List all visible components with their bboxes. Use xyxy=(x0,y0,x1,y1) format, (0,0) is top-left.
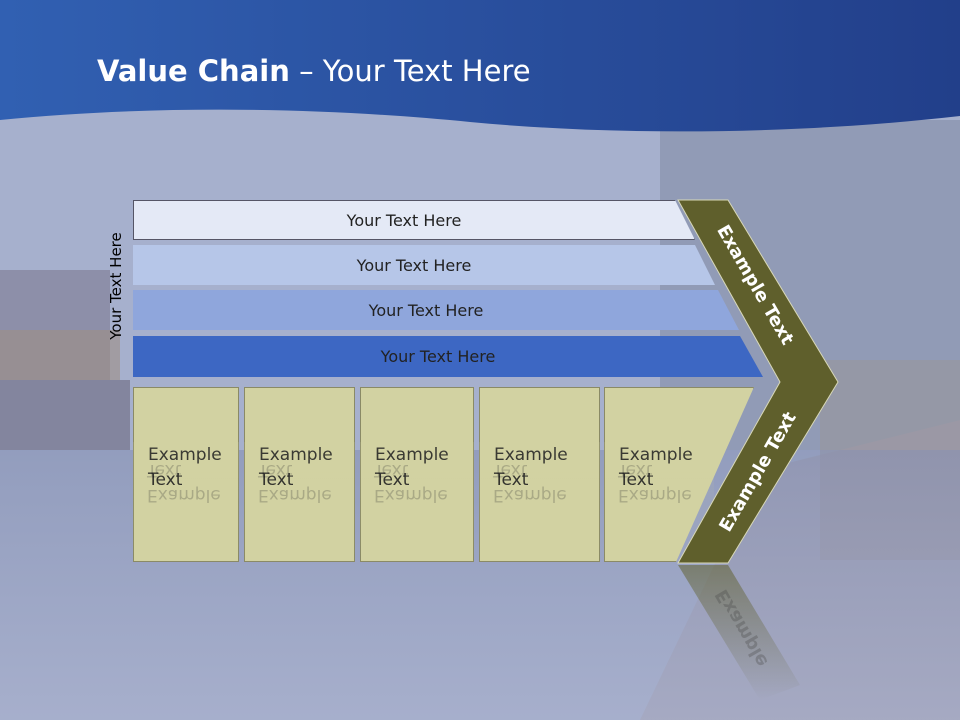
bar-1: Your Text Here xyxy=(133,200,695,240)
bar-2: Your Text Here xyxy=(133,245,715,285)
title-bold: Value Chain xyxy=(97,54,290,88)
bar-1-label: Your Text Here xyxy=(346,210,462,230)
header-band xyxy=(0,0,960,132)
slide-title: Value Chain – Your Text Here xyxy=(97,54,531,88)
bar-3-label: Your Text Here xyxy=(368,300,484,320)
title-rest: – Your Text Here xyxy=(289,54,531,88)
bar-4-label: Your Text Here xyxy=(380,347,496,366)
bar-2-label: Your Text Here xyxy=(356,255,472,275)
bar-3: Your Text Here xyxy=(133,290,739,330)
chevron-reflection xyxy=(678,565,800,700)
bar-4: Your Text Here xyxy=(133,336,763,377)
chevron-shape xyxy=(677,199,839,564)
